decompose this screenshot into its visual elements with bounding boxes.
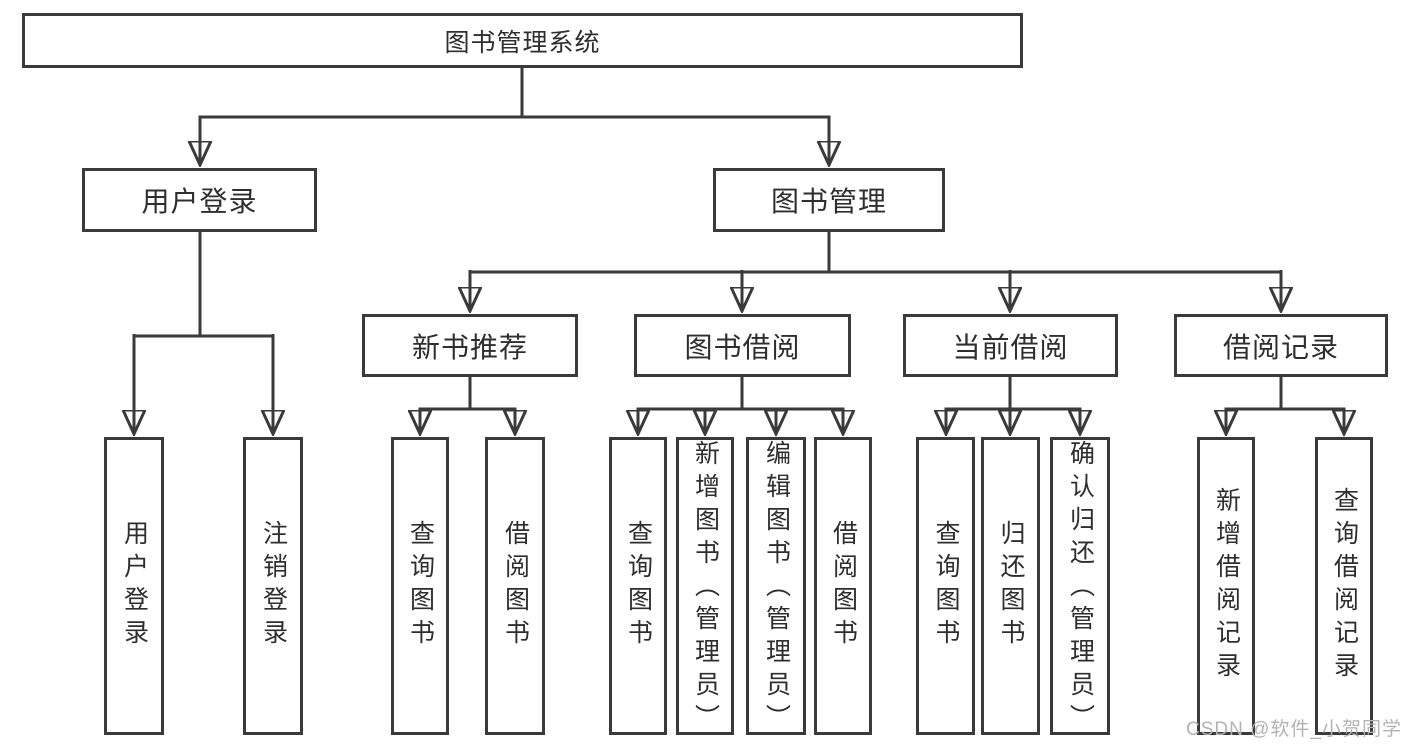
connector-root-to-level2 bbox=[199, 68, 831, 165]
leaf-logout: 注销登录 bbox=[243, 437, 303, 735]
leaf-query-borrow-record: 查询借阅记录 bbox=[1315, 437, 1373, 735]
leaf-label: 注销登录 bbox=[259, 520, 288, 652]
leaf-user-login: 用户登录 bbox=[104, 437, 164, 735]
leaf-label: 查询图书 bbox=[406, 520, 435, 652]
node-book-borrow: 图书借阅 bbox=[634, 314, 851, 377]
node-label: 用户登录 bbox=[141, 186, 258, 217]
leaf-borrow-book-recommend: 借阅图书 bbox=[485, 437, 545, 735]
node-library-management-system: 图书管理系统 bbox=[22, 13, 1023, 68]
node-label: 图书借阅 bbox=[684, 331, 801, 363]
connector-user-login-children bbox=[133, 232, 275, 434]
node-borrow-records: 借阅记录 bbox=[1174, 314, 1388, 377]
leaf-label: 借阅图书 bbox=[501, 520, 530, 652]
leaf-add-book-admin: 新增图书（管理员） bbox=[676, 437, 734, 737]
leaf-add-borrow-record: 新增借阅记录 bbox=[1197, 437, 1255, 735]
leaf-query-book: 查询图书 bbox=[609, 437, 667, 735]
node-label: 借阅记录 bbox=[1222, 331, 1339, 363]
leaf-label: 新增图书（管理员） bbox=[691, 440, 720, 737]
connector-current-borrow-children bbox=[945, 377, 1082, 434]
leaf-label: 归还图书 bbox=[997, 520, 1025, 652]
watermark: CSDN @软件_小贺同学 bbox=[1186, 719, 1402, 740]
leaf-query-book-recommend: 查询图书 bbox=[391, 437, 449, 735]
node-book-management: 图书管理 bbox=[713, 168, 945, 232]
node-label: 图书管理系统 bbox=[444, 28, 601, 57]
connector-borrow-records-children bbox=[1225, 377, 1346, 434]
leaf-label: 借阅图书 bbox=[829, 520, 858, 652]
leaf-label: 查询图书 bbox=[624, 520, 653, 652]
leaf-return-book: 归还图书 bbox=[981, 437, 1040, 735]
connector-book-management-children bbox=[469, 232, 1283, 311]
leaf-label: 查询图书 bbox=[932, 520, 960, 652]
leaf-confirm-return-admin: 确认归还（管理员） bbox=[1050, 437, 1110, 737]
connector-book-borrow-children bbox=[637, 377, 845, 434]
node-label: 当前借阅 bbox=[952, 331, 1069, 363]
node-current-borrow: 当前借阅 bbox=[903, 314, 1118, 377]
leaf-query-book-current: 查询图书 bbox=[916, 437, 975, 735]
leaf-label: 查询借阅记录 bbox=[1330, 487, 1359, 685]
node-label: 新书推荐 bbox=[411, 331, 528, 363]
connector-new-book-recommend-children bbox=[419, 377, 517, 434]
node-user-login: 用户登录 bbox=[82, 168, 317, 232]
leaf-borrow-book: 借阅图书 bbox=[814, 437, 872, 735]
leaf-label: 确认归还（管理员） bbox=[1066, 440, 1095, 737]
leaf-label: 编辑图书（管理员） bbox=[762, 440, 791, 737]
leaf-label: 用户登录 bbox=[120, 520, 149, 652]
node-label: 图书管理 bbox=[770, 186, 887, 217]
node-new-book-recommend: 新书推荐 bbox=[362, 314, 578, 377]
leaf-edit-book-admin: 编辑图书（管理员） bbox=[746, 437, 806, 737]
leaf-label: 新增借阅记录 bbox=[1212, 487, 1241, 685]
